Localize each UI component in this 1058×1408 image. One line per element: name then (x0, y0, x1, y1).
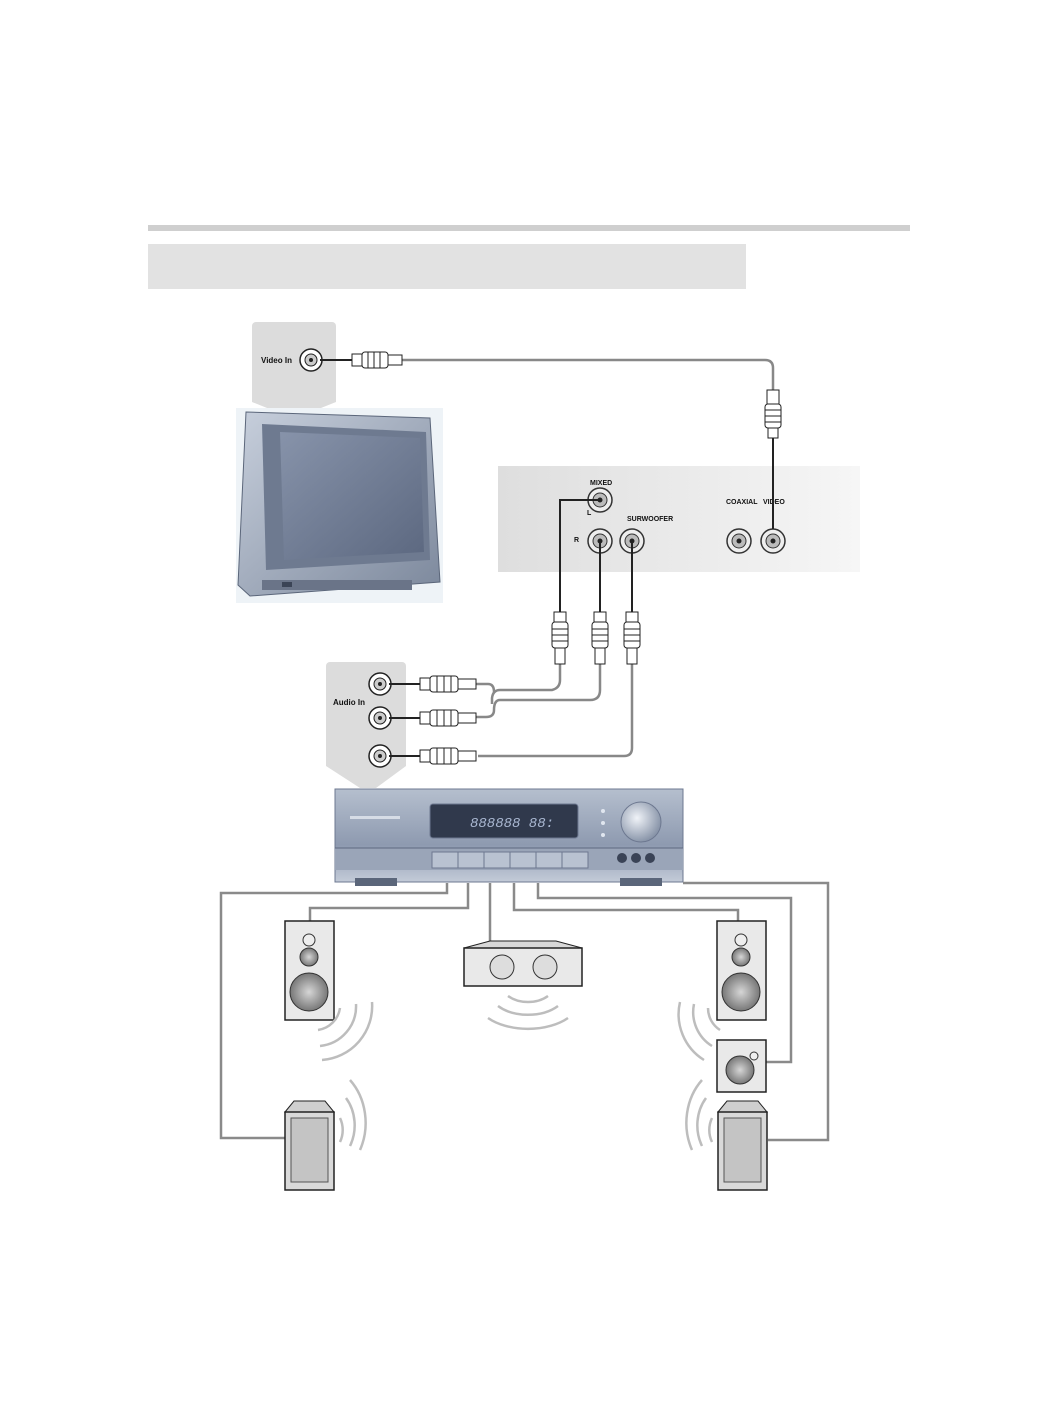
audio-in-label: Audio In (333, 698, 365, 707)
video-plug-dvd (764, 389, 782, 439)
video-in-callout: Video In (252, 322, 336, 410)
front-right-speaker (716, 920, 767, 1021)
dvd-subwoofer-plug (623, 611, 641, 665)
audio-in-jack-3 (368, 744, 392, 768)
audio-in-jack-1 (368, 672, 392, 696)
section-title-band (148, 244, 746, 289)
sound-waves-rear-right (685, 1079, 714, 1151)
video-plug-tv (351, 351, 403, 369)
coaxial-label: COAXIAL (726, 499, 758, 506)
front-left-speaker (284, 920, 335, 1021)
center-speaker (463, 940, 583, 987)
sound-waves-front-left (317, 1001, 374, 1062)
video-cable (320, 358, 775, 529)
sound-waves-rear-left (338, 1079, 367, 1151)
video-in-label: Video In (261, 356, 292, 365)
audio-cables (476, 499, 634, 758)
r-label: R (574, 537, 579, 544)
header-rule (148, 225, 910, 231)
dvd-audio-plug-r (591, 611, 609, 665)
amp-audio-plug-1 (389, 675, 477, 693)
speaker-wires (219, 881, 830, 1142)
audio-in-jack-2 (368, 706, 392, 730)
l-label: L (587, 510, 592, 517)
rear-right-speaker (716, 1100, 769, 1191)
av-amplifier: 888888 88: (334, 788, 684, 886)
video-jack (760, 528, 786, 554)
amp-audio-plug-3 (389, 747, 477, 765)
amp-audio-plug-2 (389, 709, 477, 727)
video-in-jack (299, 348, 323, 372)
amp-display-text: 888888 88: (470, 816, 554, 832)
sound-waves-center (487, 994, 569, 1031)
video-label: VIDEO (763, 499, 785, 506)
rear-left-speaker (283, 1100, 336, 1191)
audio-in-callout: Audio In (326, 662, 406, 788)
subwoofer-label: SURWOOFER (627, 516, 673, 523)
coaxial-jack (726, 528, 752, 554)
tv-set (236, 408, 443, 603)
mixed-label: MIXED (590, 480, 612, 487)
sound-waves-front-right (677, 1001, 721, 1062)
volume-knob (620, 801, 662, 843)
dvd-rear-panel: MIXED L R SURWOOFER COAXIAL VIDEO (498, 466, 860, 572)
dvd-audio-plug-l (551, 611, 569, 665)
subwoofer-speaker (716, 1039, 767, 1093)
